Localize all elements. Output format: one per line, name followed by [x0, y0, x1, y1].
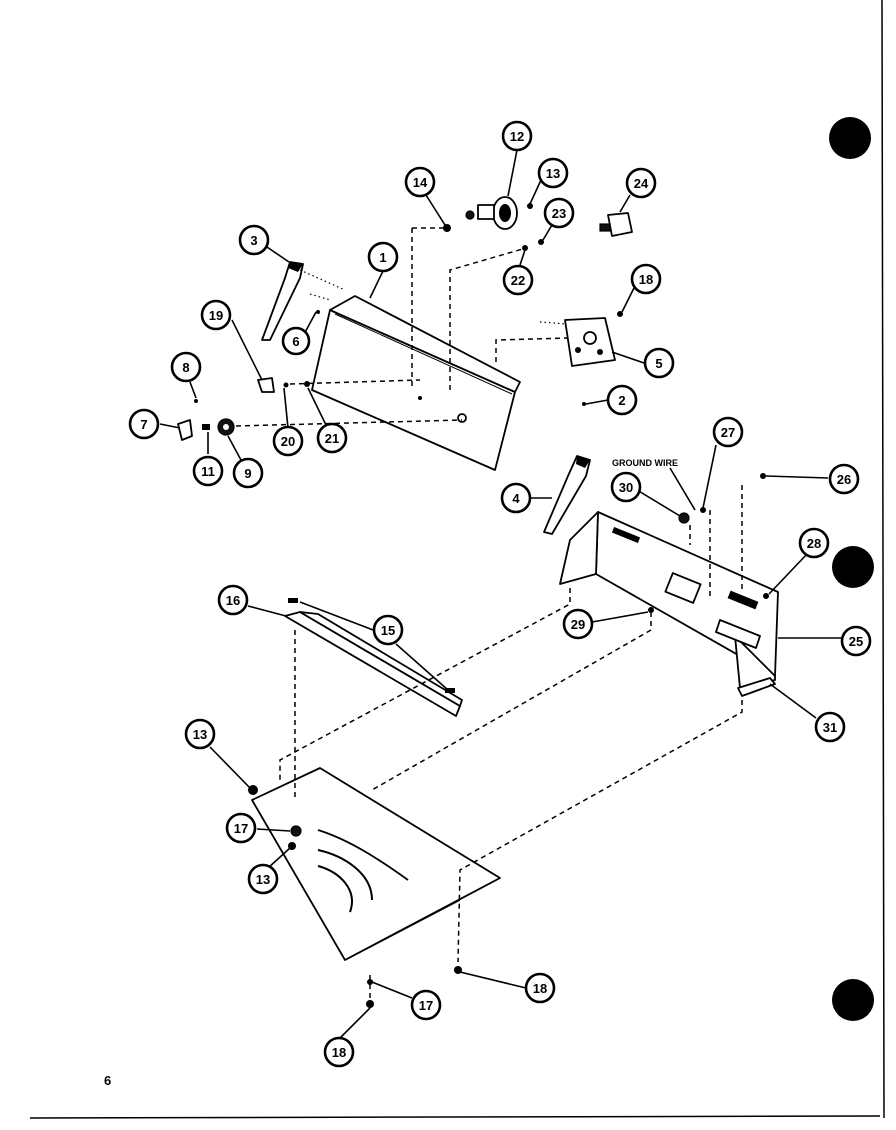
callout-label: 28	[807, 536, 821, 551]
callout-label: 11	[201, 464, 215, 479]
callout-label: 13	[193, 727, 207, 742]
back-panel	[559, 511, 779, 689]
page-right-edge	[881, 0, 885, 1119]
callout-19: 19	[200, 299, 232, 331]
callout-label: 15	[381, 623, 395, 638]
callout-13-bottom: 13	[247, 863, 279, 895]
callout-20: 20	[272, 425, 304, 457]
callout-7: 7	[128, 408, 160, 440]
callout-label: 14	[413, 175, 428, 190]
callout-label: 6	[292, 334, 299, 349]
callout-label: 22	[511, 273, 525, 288]
callout-16: 16	[217, 584, 249, 616]
ground-wire-label: GROUND WIRE	[612, 458, 678, 468]
callout-22: 22	[502, 264, 534, 296]
callout-28: 28	[798, 527, 830, 559]
trim-end-right	[543, 455, 591, 535]
callout-6: 6	[281, 326, 311, 356]
bracket-31	[737, 677, 776, 697]
callout-30: 30	[610, 471, 642, 503]
callout-label: 17	[234, 821, 248, 836]
callout-1: 1	[367, 241, 399, 273]
callout-label: 5	[655, 356, 662, 371]
callout-15: 15	[372, 614, 404, 646]
callout-8: 8	[170, 351, 202, 383]
callout-18-bottom-right: 18	[524, 972, 556, 1004]
callout-label: 17	[419, 998, 433, 1013]
trim-end-left	[261, 261, 304, 341]
callout-label: 26	[837, 472, 851, 487]
callout-24: 24	[625, 167, 657, 199]
callout-26: 26	[828, 463, 860, 495]
callout-label: 7	[140, 417, 147, 432]
callout-9: 9	[232, 457, 264, 489]
callout-label: 12	[510, 129, 524, 144]
callout-label: 3	[250, 233, 257, 248]
callout-label: 13	[546, 166, 560, 181]
callout-label: 8	[182, 360, 189, 375]
callout-5: 5	[643, 347, 675, 379]
callout-label: 20	[281, 434, 295, 449]
callout-29: 29	[562, 608, 594, 640]
callout-label: 19	[209, 308, 223, 323]
cabinet-top	[251, 767, 501, 961]
callout-25: 25	[840, 625, 872, 657]
callout-2: 2	[606, 384, 638, 416]
callout-17-left: 17	[225, 812, 257, 844]
callout-14: 14	[404, 166, 436, 198]
callout-4: 4	[500, 482, 532, 514]
front-bracket	[284, 598, 463, 717]
binder-hole-middle	[832, 546, 874, 588]
callout-3: 3	[238, 224, 270, 256]
callout-31: 31	[814, 711, 846, 743]
callout-label: 24	[634, 176, 649, 191]
callout-17-bottom: 17	[410, 989, 442, 1021]
callout-18-bottom-left: 18	[323, 1036, 355, 1068]
callout-label: 29	[571, 617, 585, 632]
page-bottom-edge	[29, 1115, 881, 1119]
selector-switch	[564, 317, 616, 367]
assembly-lines	[235, 227, 743, 1002]
callout-label: 18	[639, 272, 653, 287]
callout-27: 27	[712, 416, 744, 448]
callout-21: 21	[316, 422, 348, 454]
ground-wire-parts	[678, 507, 706, 524]
callout-18-top: 18	[630, 263, 662, 295]
callout-label: 30	[619, 480, 633, 495]
binder-hole-bottom	[832, 979, 874, 1021]
callout-label: 4	[512, 491, 520, 506]
callout-label: 1	[379, 250, 386, 265]
callout-12: 12	[501, 120, 533, 152]
callout-label: 27	[721, 425, 735, 440]
control-panel	[311, 295, 521, 471]
knob-assembly	[177, 377, 310, 441]
callout-label: 31	[823, 720, 837, 735]
callout-23: 23	[543, 197, 575, 229]
callout-13-top: 13	[537, 157, 569, 189]
callout-label: 23	[552, 206, 566, 221]
page-number: 6	[104, 1073, 111, 1088]
binder-hole-top	[829, 117, 871, 159]
callout-label: 18	[533, 981, 547, 996]
callout-label: 13	[256, 872, 270, 887]
callout-label: 21	[325, 431, 339, 446]
callout-label: 2	[618, 393, 625, 408]
callout-13-left: 13	[184, 718, 216, 750]
callout-label: 9	[244, 466, 251, 481]
switch-component	[599, 212, 633, 237]
timer-assembly	[465, 196, 518, 230]
callout-label: 18	[332, 1045, 346, 1060]
callout-11: 11	[192, 455, 224, 487]
callout-label: 25	[849, 634, 863, 649]
callout-label: 16	[226, 593, 240, 608]
